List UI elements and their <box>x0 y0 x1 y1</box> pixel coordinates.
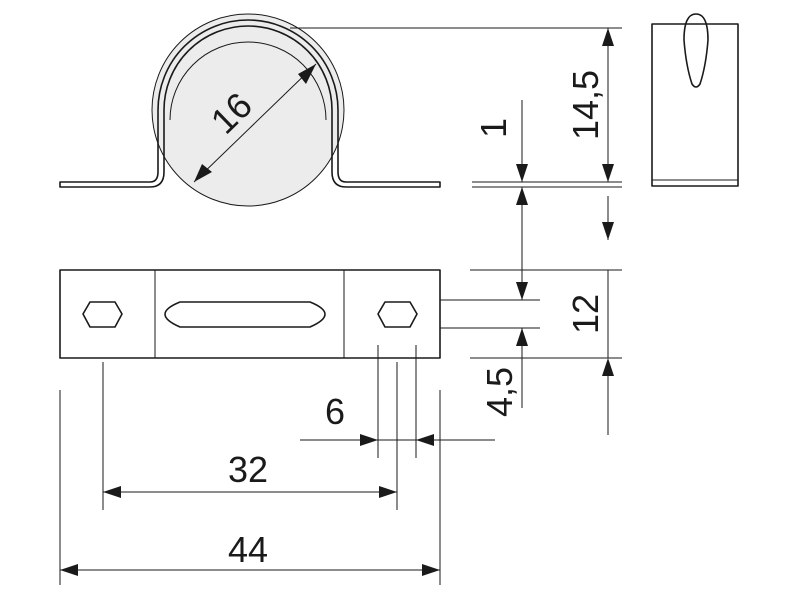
width-dimensions: 12 4,5 <box>440 240 622 435</box>
hole-width-label: 6 <box>325 391 345 432</box>
diameter-arrow-lower <box>194 164 212 182</box>
overall-length-arrow-right <box>422 564 440 576</box>
diameter-arrow-upper <box>298 64 316 84</box>
width-label: 12 <box>565 294 606 334</box>
height-arrow-top <box>602 28 614 46</box>
hole-width-arrow-left <box>360 434 378 446</box>
top-view-outline <box>59 269 441 359</box>
clamp-inner-line <box>169 41 327 121</box>
clamp-outer-contour <box>59 19 441 188</box>
mounting-hole-left <box>82 301 123 328</box>
thickness-arrow-top <box>516 164 528 182</box>
top-view <box>59 269 441 359</box>
side-view <box>651 13 739 187</box>
pipe-circle <box>151 13 345 207</box>
height-label: 14,5 <box>565 70 606 140</box>
thickness-label: 1 <box>473 118 514 138</box>
diameter-dimension-line <box>193 63 317 183</box>
height-lower-arrow <box>602 222 614 240</box>
height-arrow-bottom <box>602 164 614 182</box>
side-view-outline <box>651 23 739 187</box>
overall-length-arrow-left <box>60 564 78 576</box>
mounting-hole-right <box>377 301 418 328</box>
hole-offset-arrow-top <box>516 282 528 300</box>
height-dimensions: 14,5 1 <box>290 27 622 240</box>
center-slot <box>164 301 326 328</box>
side-view-slot <box>683 13 709 88</box>
hole-offset-label: 4,5 <box>479 367 520 417</box>
hole-spacing-label: 32 <box>228 449 268 490</box>
hole-width-arrow-right <box>416 434 434 446</box>
hole-spacing-arrow-right <box>379 486 397 498</box>
width-arrow-bottom <box>602 358 614 376</box>
horizontal-dimensions: 6 32 44 <box>59 345 495 585</box>
front-view: 16 <box>59 13 441 207</box>
overall-length-label: 44 <box>228 529 268 570</box>
hole-spacing-arrow-left <box>103 486 121 498</box>
